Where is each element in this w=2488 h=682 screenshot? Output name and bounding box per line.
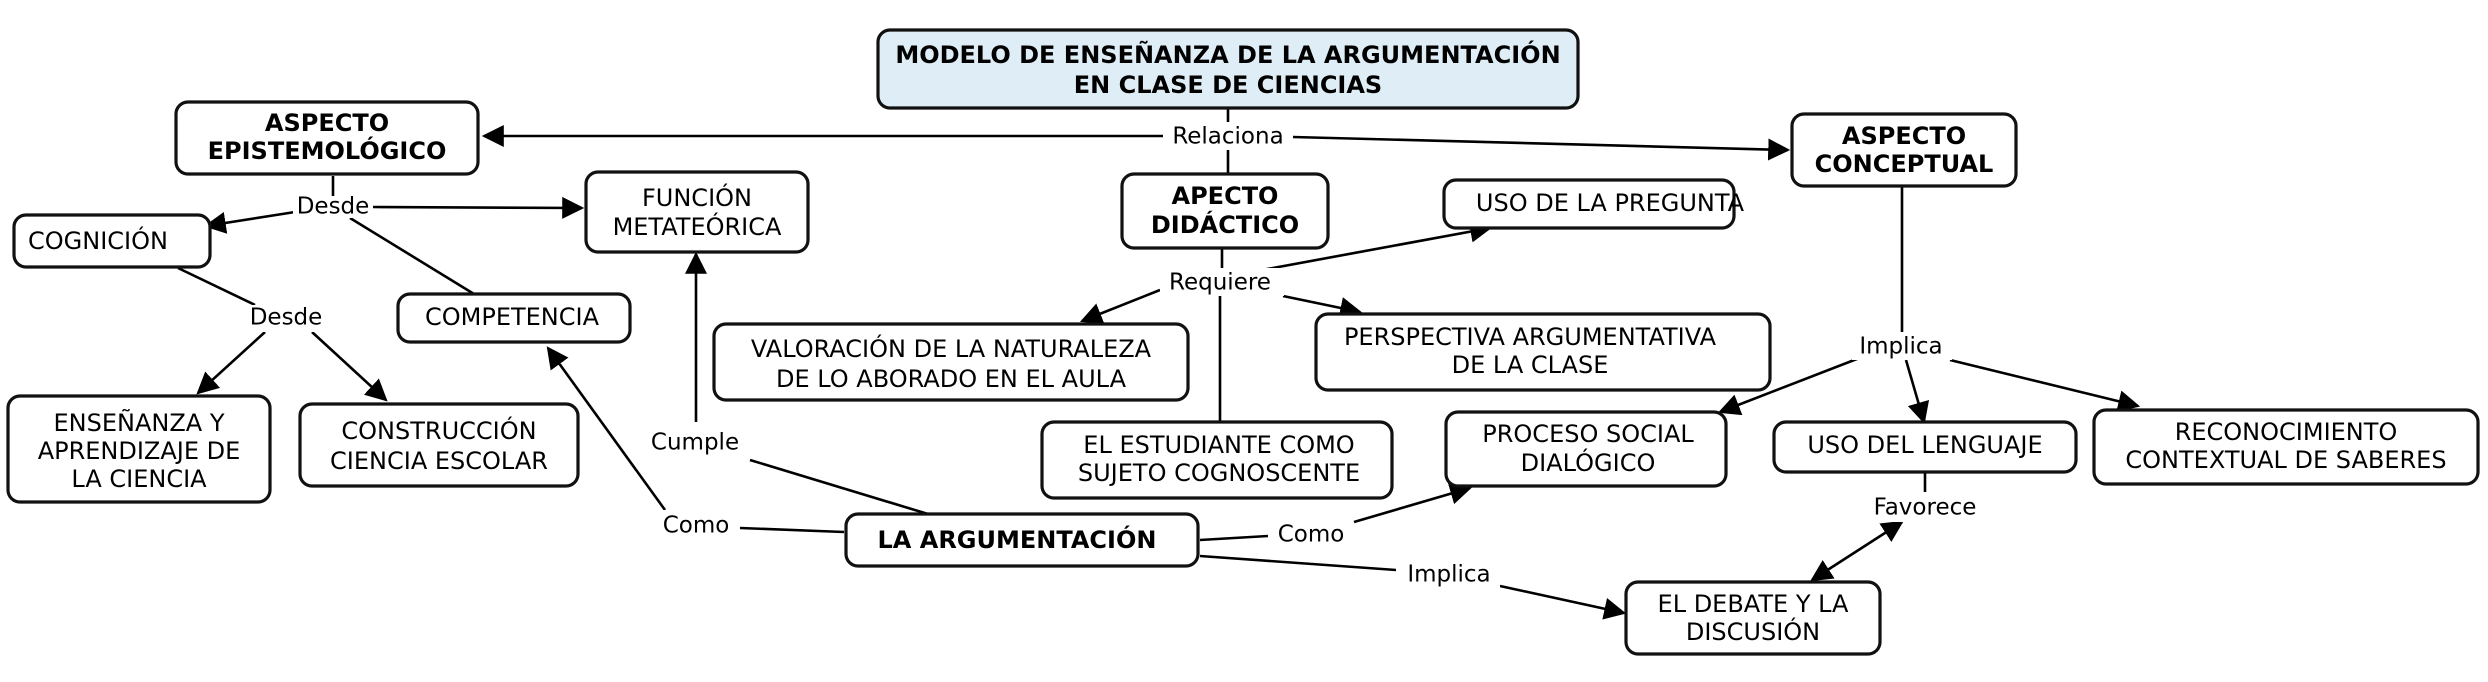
node-valoracion: VALORACIÓN DE LA NATURALEZA DE LO ABORAD… xyxy=(712,322,1190,402)
node-aspecto-conceptual-line2: CONCEPTUAL xyxy=(1815,150,1994,178)
node-debate-line2: DISCUSIÓN xyxy=(1686,616,1820,646)
node-aspecto-conceptual-line1: ASPECTO xyxy=(1842,122,1966,150)
node-ensenanza: ENSEÑANZA Y APRENDIZAJE DE LA CIENCIA xyxy=(6,394,272,504)
node-uso-lenguaje-line1: USO DEL LENGUAJE xyxy=(1807,431,2042,459)
link-desde-cognicion: Desde xyxy=(250,305,323,331)
link-requiere: Requiere xyxy=(1169,270,1271,296)
node-uso-pregunta: USO DE LA PREGUNTA xyxy=(1442,178,1745,230)
edge-requiere-pregunta xyxy=(1261,220,1493,272)
title-line1: MODELO DE ENSEÑANZA DE LA ARGUMENTACIÓN xyxy=(895,39,1560,69)
node-uso-pregunta-line1: USO DE LA PREGUNTA xyxy=(1476,189,1745,217)
edge-argumentacion-cumple xyxy=(749,458,929,516)
edge-como-competencia xyxy=(546,346,667,511)
edge-favorece-debate xyxy=(1810,520,1904,582)
node-cognicion: COGNICIÓN xyxy=(12,213,212,269)
node-aspecto-epistemologico: ASPECTO EPISTEMOLÓGICO xyxy=(174,100,480,176)
link-favorece: Favorece xyxy=(1874,495,1977,521)
edge-desde-competencia xyxy=(349,216,475,296)
edge-argumentacion-como xyxy=(739,526,845,534)
node-aspecto-epistemologico-line1: ASPECTO xyxy=(265,109,389,137)
link-relaciona: Relaciona xyxy=(1172,124,1283,150)
link-cumple: Cumple xyxy=(651,430,739,456)
node-cognicion-line1: COGNICIÓN xyxy=(28,225,168,255)
node-perspectiva: PERSPECTIVA ARGUMENTATIVA DE LA CLASE xyxy=(1314,312,1772,392)
link-como-proceso: Como xyxy=(1278,522,1345,548)
node-valoracion-line2: DE LO ABORADO EN EL AULA xyxy=(776,365,1127,393)
node-estudiante-line2: SUJETO COGNOSCENTE xyxy=(1078,459,1360,487)
node-funcion-metateorica-line1: FUNCIÓN xyxy=(642,182,752,212)
edge-requiere-valoracion xyxy=(1079,288,1161,324)
link-desde-epist: Desde xyxy=(297,194,370,220)
node-construccion-line1: CONSTRUCCIÓN xyxy=(341,415,536,445)
node-ensenanza-line1: ENSEÑANZA Y xyxy=(54,407,225,437)
node-ensenanza-line2: APRENDIZAJE DE xyxy=(38,437,241,465)
node-proceso-social-line1: PROCESO SOCIAL xyxy=(1482,420,1694,448)
node-apecto-didactico: APECTO DIDÁCTICO xyxy=(1120,172,1330,250)
node-reconocimiento-line1: RECONOCIMIENTO xyxy=(2175,418,2398,446)
node-estudiante-line1: EL ESTUDIANTE COMO xyxy=(1083,431,1354,459)
node-argumentacion-line1: LA ARGUMENTACIÓN xyxy=(878,524,1157,554)
edges xyxy=(177,108,2141,620)
node-apecto-didactico-line1: APECTO xyxy=(1172,182,1279,210)
edge-relaciona-conceptual xyxy=(1292,135,1791,161)
node-debate: EL DEBATE Y LA DISCUSIÓN xyxy=(1624,580,1882,656)
node-proceso-social: PROCESO SOCIAL DIALÓGICO xyxy=(1444,410,1728,488)
node-reconocimiento: RECONOCIMIENTO CONTEXTUAL DE SABERES xyxy=(2092,408,2480,486)
edge-desde2-construccion xyxy=(311,331,388,402)
title-node: MODELO DE ENSEÑANZA DE LA ARGUMENTACIÓN … xyxy=(876,28,1580,110)
edge-desde-funcion xyxy=(372,196,585,219)
node-aspecto-epistemologico-line2: EPISTEMOLÓGICO xyxy=(208,135,447,165)
node-estudiante: EL ESTUDIANTE COMO SUJETO COGNOSCENTE xyxy=(1040,420,1394,500)
node-aspecto-conceptual: ASPECTO CONCEPTUAL xyxy=(1790,112,2018,188)
link-implica-conceptual: Implica xyxy=(1859,334,1942,360)
node-proceso-social-line2: DIALÓGICO xyxy=(1521,447,1656,477)
node-apecto-didactico-line2: DIDÁCTICO xyxy=(1151,210,1299,239)
edge-implica-reconocimiento xyxy=(1949,358,2141,412)
node-perspectiva-line2: DE LA CLASE xyxy=(1452,351,1609,379)
node-construccion-line2: CIENCIA ESCOLAR xyxy=(330,447,548,475)
node-funcion-metateorica-line2: METATEÓRICA xyxy=(613,211,782,241)
edge-implica-proceso xyxy=(1717,355,1863,416)
node-debate-line1: EL DEBATE Y LA xyxy=(1658,590,1849,618)
link-labels: Relaciona Desde Desde Requiere Implica C… xyxy=(245,122,1996,590)
link-implica-argumentacion: Implica xyxy=(1407,562,1490,588)
node-competencia: COMPETENCIA xyxy=(396,292,632,344)
link-como-competencia: Como xyxy=(663,513,730,539)
edge-implica-lenguaje xyxy=(1904,359,1930,425)
edge-cognicion-desde2 xyxy=(177,266,256,307)
title-line2: EN CLASE DE CIENCIAS xyxy=(1074,71,1382,99)
node-construccion: CONSTRUCCIÓN CIENCIA ESCOLAR xyxy=(298,402,580,488)
edge-argumentacion-como2 xyxy=(1199,534,1269,542)
node-competencia-line1: COMPETENCIA xyxy=(425,303,600,331)
node-valoracion-line1: VALORACIÓN DE LA NATURALEZA xyxy=(751,333,1152,363)
node-reconocimiento-line2: CONTEXTUAL DE SABERES xyxy=(2125,446,2446,474)
node-perspectiva-line1: PERSPECTIVA ARGUMENTATIVA xyxy=(1344,323,1717,351)
node-uso-lenguaje: USO DEL LENGUAJE xyxy=(1772,420,2078,474)
edge-desde-cognicion xyxy=(203,210,296,234)
edge-requiere-perspectiva xyxy=(1282,294,1363,319)
edge-como-proceso xyxy=(1353,483,1473,524)
edge-argumentacion-implica xyxy=(1199,554,1397,572)
edge-implica-debate xyxy=(1499,584,1627,620)
edge-desde2-ensenanza xyxy=(196,331,266,395)
node-funcion-metateorica: FUNCIÓN METATEÓRICA xyxy=(584,170,810,254)
node-ensenanza-line3: LA CIENCIA xyxy=(71,465,207,493)
node-argumentacion: LA ARGUMENTACIÓN xyxy=(844,512,1200,568)
nodes: MODELO DE ENSEÑANZA DE LA ARGUMENTACIÓN … xyxy=(6,28,2480,656)
